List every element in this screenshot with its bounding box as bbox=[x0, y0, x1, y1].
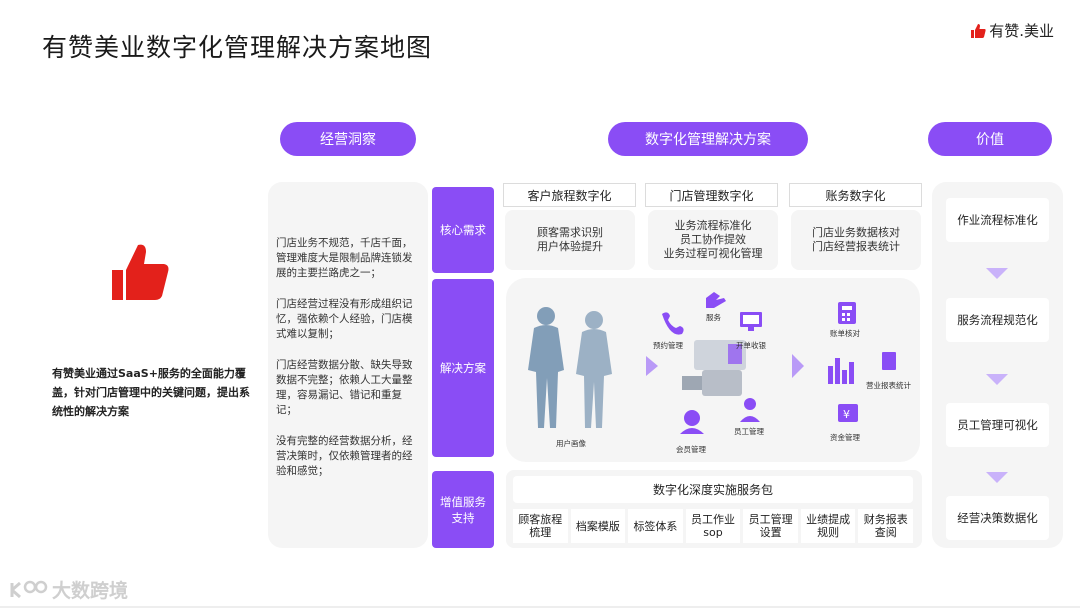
solution-panel: ¥ 用户画像 预约管理 服务 开单收银 会员管理 员工管理 账单核对 营业报表统… bbox=[506, 278, 920, 462]
insight-item: 没有完整的经营数据分析，经营决策时，仅依赖管理者的经验和感觉； bbox=[276, 434, 422, 479]
need-box-finance: 门店业务数据核对 门店经营报表统计 bbox=[791, 210, 921, 270]
value-header: 价值 bbox=[928, 122, 1052, 156]
vas-label-text: 增值服务 支持 bbox=[440, 494, 486, 526]
insight-header: 经营洞察 bbox=[280, 122, 416, 156]
phone-icon bbox=[662, 312, 684, 334]
column-header-store: 门店管理数字化 bbox=[645, 183, 778, 207]
intro-text: 有赞美业通过SaaS+服务的全面能力覆盖，针对门店管理中的关键问题，提出系统性的… bbox=[52, 364, 252, 421]
down-arrow-icon bbox=[986, 268, 1008, 279]
need-line: 业务过程可视化管理 bbox=[664, 247, 763, 261]
value-item: 经营决策数据化 bbox=[946, 496, 1049, 540]
node-staff: 员工管理 bbox=[734, 426, 764, 437]
need-line: 员工协作提效 bbox=[680, 233, 746, 247]
value-item: 作业流程标准化 bbox=[946, 198, 1049, 242]
need-line: 门店业务数据核对 bbox=[812, 226, 900, 240]
insight-item: 门店经营数据分散、缺失导致数据不完整；依赖人工大量整理，容易漏记、错记和重复记； bbox=[276, 358, 422, 418]
need-box-store: 业务流程标准化 员工协作提效 业务过程可视化管理 bbox=[648, 210, 778, 270]
column-header-finance: 账务数字化 bbox=[789, 183, 922, 207]
watermark: 大数跨境 bbox=[8, 576, 128, 603]
hand-service-icon bbox=[706, 292, 726, 308]
insight-item: 门店经营过程没有形成组织记忆，强依赖个人经验，门店模式难以复制； bbox=[276, 297, 422, 342]
need-line: 业务流程标准化 bbox=[675, 219, 752, 233]
column-header-customer: 客户旅程数字化 bbox=[503, 183, 636, 207]
node-report: 营业报表统计 bbox=[866, 380, 911, 391]
brand-name: 有赞.美业 bbox=[989, 20, 1054, 41]
member-icon bbox=[684, 410, 700, 426]
watermark-text: 大数跨境 bbox=[52, 576, 128, 603]
vas-item: 档案模版 bbox=[571, 509, 626, 543]
value-item: 服务流程规范化 bbox=[946, 298, 1049, 342]
vas-item: 顾客旅程 梳理 bbox=[513, 509, 568, 543]
node-booking: 预约管理 bbox=[653, 340, 683, 351]
insight-panel: 门店业务不规范，千店千面，管理难度大是限制品牌连锁发展的主要拦路虎之一； 门店经… bbox=[268, 182, 428, 548]
need-line: 顾客需求识别 bbox=[537, 226, 603, 240]
solution-label: 解决方案 bbox=[432, 279, 494, 457]
page-title: 有赞美业数字化管理解决方案地图 bbox=[42, 28, 432, 64]
thumbs-up-icon bbox=[970, 23, 986, 39]
vas-item: 员工作业 sop bbox=[686, 509, 741, 543]
node-funds: 资金管理 bbox=[830, 432, 860, 443]
node-user-portrait: 用户画像 bbox=[556, 438, 586, 449]
down-arrow-icon bbox=[986, 472, 1008, 483]
node-bill: 账单核对 bbox=[830, 328, 860, 339]
vas-label: 增值服务 支持 bbox=[432, 471, 494, 548]
report-chart-icon bbox=[828, 366, 833, 384]
svg-text:¥: ¥ bbox=[843, 408, 850, 421]
big-thumbs-up-icon bbox=[112, 242, 170, 302]
node-member: 会员管理 bbox=[676, 444, 706, 455]
vas-item: 业绩提成 规则 bbox=[801, 509, 856, 543]
node-service: 服务 bbox=[706, 312, 721, 323]
need-line: 门店经营报表统计 bbox=[812, 240, 900, 254]
vas-header: 数字化深度实施服务包 bbox=[513, 476, 913, 503]
solution-header: 数字化管理解决方案 bbox=[608, 122, 808, 156]
value-item: 员工管理可视化 bbox=[946, 403, 1049, 447]
vas-item: 财务报表 查阅 bbox=[858, 509, 913, 543]
node-checkout: 开单收银 bbox=[736, 340, 766, 351]
down-arrow-icon bbox=[986, 374, 1008, 385]
vas-item: 标签体系 bbox=[628, 509, 683, 543]
core-needs-label: 核心需求 bbox=[432, 187, 494, 273]
watermark-logo-icon bbox=[8, 579, 48, 601]
need-line: 用户体验提升 bbox=[537, 240, 603, 254]
staff-icon bbox=[744, 398, 756, 410]
need-box-customer: 顾客需求识别 用户体验提升 bbox=[505, 210, 635, 270]
vas-item: 员工管理 设置 bbox=[743, 509, 798, 543]
user-portrait-illustration bbox=[528, 307, 612, 428]
bottom-rule bbox=[0, 606, 1080, 608]
report-doc-icon bbox=[882, 352, 896, 370]
brand-logo: 有赞.美业 bbox=[970, 20, 1054, 41]
insight-item: 门店业务不规范，千店千面，管理难度大是限制品牌连锁发展的主要拦路虎之一； bbox=[276, 236, 422, 281]
vas-items: 顾客旅程 梳理 档案模版 标签体系 员工作业 sop 员工管理 设置 业绩提成 … bbox=[513, 509, 913, 543]
